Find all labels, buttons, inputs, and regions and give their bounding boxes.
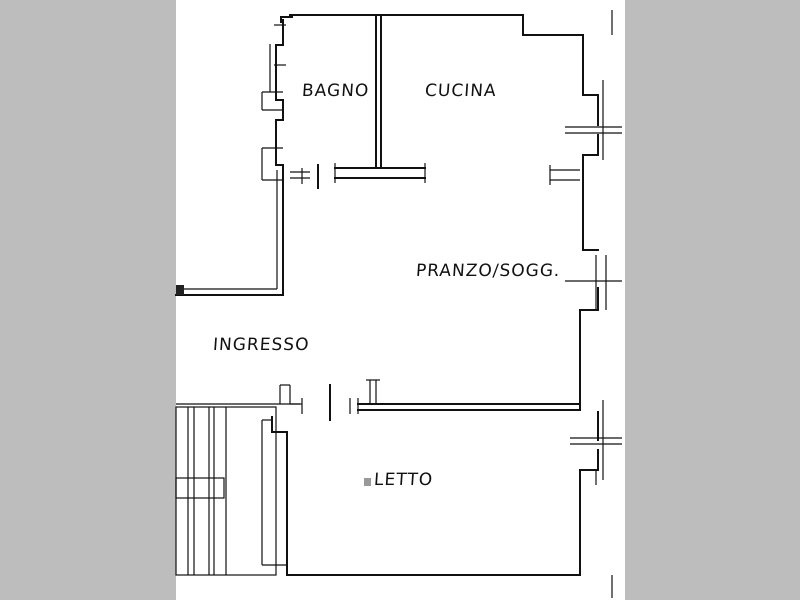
room-label-bagno: BAGNO (301, 81, 370, 101)
room-label-cucina: CUCINA (424, 81, 498, 101)
windows (274, 24, 622, 485)
left-margin (0, 0, 176, 600)
interior-walls (176, 16, 581, 414)
staircase (175, 406, 287, 576)
room-label-pranzo-sogg: PRANZO/SOGG. (415, 261, 562, 281)
room-label-ingresso: INGRESSO (212, 335, 311, 355)
corner-marker (176, 285, 184, 295)
floor-plan-sheet (176, 0, 625, 600)
letto-marker (364, 478, 371, 486)
outer-walls (175, 14, 599, 576)
door-openings (290, 164, 351, 421)
room-label-letto: LETTO (373, 470, 434, 490)
right-margin (625, 0, 800, 600)
